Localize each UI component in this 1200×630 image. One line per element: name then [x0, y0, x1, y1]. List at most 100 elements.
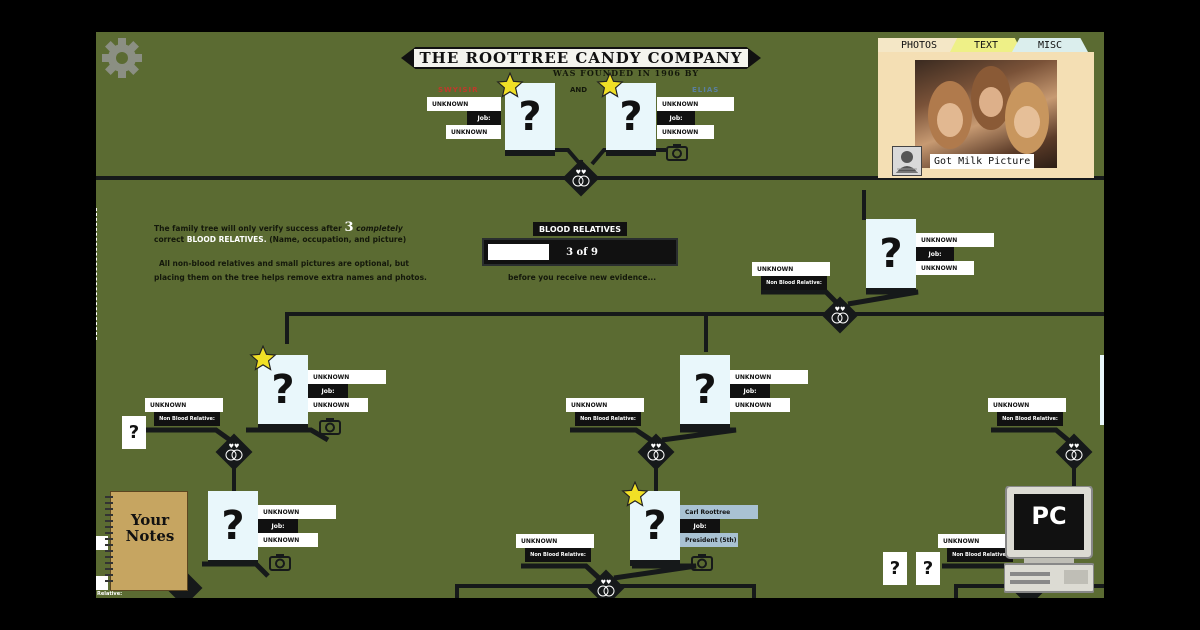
game-stage: THE ROOTTREE CANDY COMPANY WAS FOUNDED I… [96, 0, 1104, 630]
question-mark: ? [271, 366, 295, 413]
evidence-photo[interactable] [915, 60, 1057, 168]
your-notes-button[interactable]: Your Notes [105, 491, 188, 591]
camera-icon[interactable] [666, 143, 688, 161]
name-slot[interactable]: UNKNOWN [916, 233, 994, 247]
progress-bar: 3 of 9 [482, 238, 678, 266]
spouse-name-slot[interactable]: UNKNOWN [988, 398, 1066, 412]
founded-subtitle: WAS FOUNDED IN 1906 BY [552, 68, 700, 78]
couple-node-bottom-middle: ♥♥ [587, 569, 625, 607]
computer-icon [1003, 485, 1095, 593]
couple-node-left: ♥♥ [215, 433, 253, 471]
name-slot[interactable]: UNKNOWN [308, 370, 386, 384]
spouse-name-slot[interactable]: UNKNOWN [938, 534, 1016, 548]
pc-label: PC [1031, 502, 1067, 530]
bottom-letterbox [96, 598, 1104, 630]
couple-node-right-top: ♥♥ [821, 296, 859, 334]
name-slot[interactable]: UNKNOWN [657, 97, 734, 111]
job-slot[interactable]: Job: [730, 384, 770, 398]
svg-text:♥♥: ♥♥ [1069, 443, 1080, 450]
tab-misc[interactable]: MISC [1012, 38, 1088, 52]
relative-card-right-top[interactable]: ? [866, 219, 916, 294]
star-icon [596, 72, 624, 98]
portrait-illustration [928, 66, 1049, 154]
relative-card-middle[interactable]: ? [680, 355, 730, 430]
svg-text:♥♥: ♥♥ [601, 579, 612, 586]
progress-fill [488, 244, 549, 260]
notes-label: Your Notes [125, 511, 175, 545]
question-mark: ? [889, 558, 901, 579]
info-line-2: correct BLOOD RELATIVES. (Name, occupati… [154, 235, 406, 244]
star-icon [621, 481, 649, 507]
non-blood-relative-slot[interactable]: Non Blood Relative: [761, 276, 827, 290]
info-text: The family tree will only verify success… [154, 224, 342, 233]
founder-left-name: SWYISIR [438, 86, 479, 94]
notebook-spiral [105, 496, 113, 586]
job-value-slot[interactable]: UNKNOWN [308, 398, 368, 412]
founder-card-left[interactable]: ? [505, 83, 555, 156]
job-value-slot[interactable]: UNKNOWN [916, 261, 974, 275]
job-slot[interactable]: Job: [657, 111, 695, 125]
question-mark: ? [221, 502, 245, 549]
gear-icon[interactable] [100, 36, 144, 80]
job-value-slot-filled[interactable]: President (5th) [680, 533, 738, 547]
pc-button[interactable]: PC [1003, 485, 1095, 594]
relative-card-bottom-left[interactable]: ? [208, 491, 258, 566]
job-slot[interactable]: Job: [308, 384, 348, 398]
star-icon [249, 345, 277, 371]
photo-caption-box[interactable]: Got Milk Picture [892, 146, 1040, 176]
progress-caption: before you receive new evidence... [508, 273, 657, 282]
name-slot[interactable]: UNKNOWN [258, 505, 336, 519]
svg-text:♥♥: ♥♥ [229, 443, 240, 450]
info-line-1: The family tree will only verify success… [154, 220, 403, 235]
page-title: THE ROOTTREE CANDY COMPANY [414, 49, 748, 67]
spouse-name-slot[interactable]: UNKNOWN [145, 398, 223, 412]
couple-node-middle: ♥♥ [637, 433, 675, 471]
tab-text[interactable]: TEXT [950, 38, 1022, 52]
spouse-name-slot[interactable]: UNKNOWN [566, 398, 644, 412]
non-blood-relative-slot[interactable]: Non Blood Relative: [525, 548, 591, 562]
tab-photos[interactable]: PHOTOS [878, 38, 960, 52]
question-mark: ? [879, 230, 903, 277]
offscreen-card-edge [1100, 355, 1104, 425]
job-value-slot[interactable]: UNKNOWN [657, 125, 714, 139]
progress-value: 3 of 9 [566, 246, 598, 258]
job-value-slot[interactable]: UNKNOWN [730, 398, 790, 412]
info-text-italic: completely [356, 224, 403, 233]
dashed-divider [96, 208, 97, 340]
job-slot[interactable]: Job: [680, 519, 720, 533]
small-photo-slot[interactable]: ? [916, 552, 940, 585]
small-photo-slot[interactable]: ? [122, 416, 146, 449]
photo-caption: Got Milk Picture [930, 154, 1035, 169]
info-line-4: placing them on the tree helps remove ex… [154, 273, 427, 282]
svg-text:♥♥: ♥♥ [576, 169, 587, 176]
question-mark: ? [643, 502, 667, 549]
user-avatar-icon [892, 146, 922, 176]
founder-and: AND [570, 86, 588, 94]
relative-label-partial: Relative: [97, 591, 123, 597]
name-slot[interactable]: UNKNOWN [730, 370, 808, 384]
question-mark: ? [619, 93, 643, 140]
name-slot-filled[interactable]: Carl Roottree [680, 505, 758, 519]
camera-icon[interactable] [691, 553, 713, 571]
svg-text:♥♥: ♥♥ [651, 443, 662, 450]
founder-right-name: ELIAS [692, 86, 720, 94]
name-slot[interactable]: UNKNOWN [427, 97, 501, 111]
camera-icon[interactable] [269, 553, 291, 571]
spouse-name-slot[interactable]: UNKNOWN [516, 534, 594, 548]
required-count: 3 [344, 220, 354, 235]
non-blood-relative-slot[interactable]: Non Blood Relative: [997, 412, 1063, 426]
non-blood-relative-slot[interactable]: Non Blood Relative: [947, 548, 1013, 562]
small-photo-slot[interactable]: ? [883, 552, 907, 585]
job-slot[interactable]: Job: [258, 519, 298, 533]
spouse-name-slot[interactable]: UNKNOWN [752, 262, 830, 276]
non-blood-relative-slot[interactable]: Non Blood Relative: [575, 412, 641, 426]
star-icon [496, 72, 524, 98]
job-value-slot[interactable]: UNKNOWN [258, 533, 318, 547]
question-mark: ? [922, 558, 934, 579]
non-blood-relative-slot[interactable]: Non Blood Relative: [154, 412, 220, 426]
camera-icon[interactable] [319, 417, 341, 435]
job-slot[interactable]: Job: [467, 111, 501, 125]
couple-node-right: ♥♥ [1055, 433, 1093, 471]
job-value-slot[interactable]: UNKNOWN [446, 125, 501, 139]
job-slot[interactable]: Job: [916, 247, 954, 261]
